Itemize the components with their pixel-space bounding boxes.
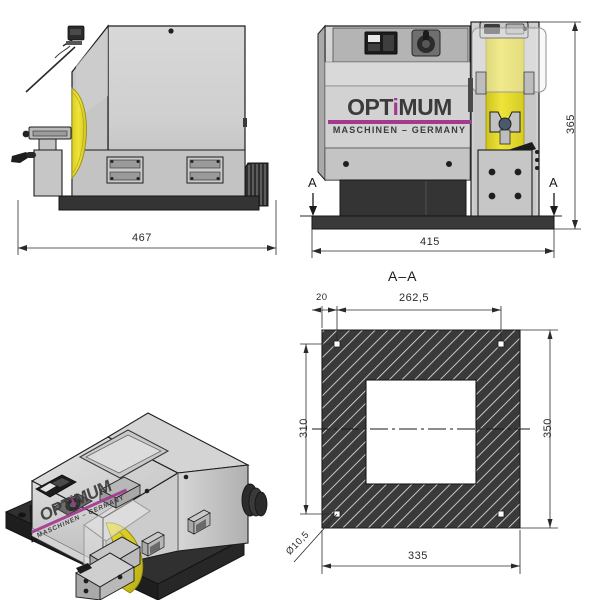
section-aa-view: A–A 20 262,5 310 350 335 Ø10,5 bbox=[284, 262, 600, 600]
hinge-left bbox=[106, 156, 144, 184]
dimension-310 bbox=[300, 343, 334, 515]
section-opening bbox=[365, 379, 477, 485]
iso-latch-lower bbox=[187, 509, 211, 535]
iso-screw-icon bbox=[183, 474, 189, 480]
top-screw-icon bbox=[168, 28, 174, 34]
base-plate bbox=[311, 215, 555, 230]
optimum-logo: OPTiMUM MASCHINEN – GERMANY bbox=[328, 96, 471, 135]
logo-tagline: MASCHINEN – GERMANY bbox=[332, 125, 467, 135]
iso-control-switch-block[interactable] bbox=[35, 474, 77, 498]
housing-screw-left-icon bbox=[343, 161, 349, 167]
hinge-right bbox=[186, 156, 224, 184]
iso-latch-upper bbox=[141, 531, 165, 557]
work-rest-assembly bbox=[11, 126, 72, 197]
iso-dust-port bbox=[241, 483, 268, 517]
section-arrow-left bbox=[309, 193, 317, 216]
dimension-415 bbox=[311, 229, 555, 258]
iso-work-rest-assembly bbox=[75, 536, 142, 600]
rotary-selector-knob[interactable] bbox=[411, 29, 441, 57]
dimension-350 bbox=[520, 329, 558, 529]
isometric-view: OPTiMUM MASCHINEN – GERMANY bbox=[0, 285, 300, 600]
logo-i-dot: i bbox=[392, 94, 399, 120]
housing-screw-right-icon bbox=[446, 161, 452, 167]
machine-housing bbox=[317, 24, 471, 182]
base-plate bbox=[58, 195, 260, 211]
abrasive-belt bbox=[71, 87, 87, 180]
side-elevation-view: 467 bbox=[0, 0, 300, 270]
dimension-365 bbox=[539, 21, 581, 230]
dim-label-335: 335 bbox=[408, 550, 428, 562]
dimension-467 bbox=[17, 200, 277, 255]
dim-label-310: 310 bbox=[298, 418, 310, 438]
grinding-head-column bbox=[468, 21, 547, 219]
support-rod bbox=[25, 25, 85, 93]
dim-label-467: 467 bbox=[132, 232, 152, 244]
dim-label-365: 365 bbox=[565, 114, 577, 134]
dim-label-350: 350 bbox=[542, 418, 554, 438]
dimension-335 bbox=[321, 530, 521, 574]
section-arrow-right bbox=[550, 193, 558, 216]
machine-pedestal bbox=[339, 179, 467, 217]
logo-accent-bar bbox=[328, 120, 471, 124]
section-marker-a-right: A bbox=[549, 175, 558, 190]
machine-cabinet bbox=[71, 24, 247, 199]
front-elevation-view: 415 365 A A OPTiMUM MASCHINEN – GERMANY bbox=[300, 0, 600, 270]
abrasive-belt bbox=[485, 35, 525, 169]
section-body bbox=[321, 329, 521, 529]
dim-label-262-5: 262,5 bbox=[399, 292, 430, 304]
control-switch-block[interactable] bbox=[364, 31, 398, 55]
iso-rotary-selector-knob[interactable] bbox=[53, 493, 93, 516]
logo-wordmark: OPTiMUM bbox=[347, 94, 452, 120]
dim-label-415: 415 bbox=[420, 236, 440, 248]
lower-bolt-block bbox=[477, 149, 533, 219]
dim-label-20: 20 bbox=[316, 292, 328, 303]
section-marker-a-left: A bbox=[308, 175, 317, 190]
section-title-aa: A–A bbox=[388, 268, 418, 284]
dimension-20 bbox=[312, 306, 337, 328]
dimension-262-5 bbox=[336, 306, 502, 340]
leader-diameter bbox=[293, 513, 338, 563]
